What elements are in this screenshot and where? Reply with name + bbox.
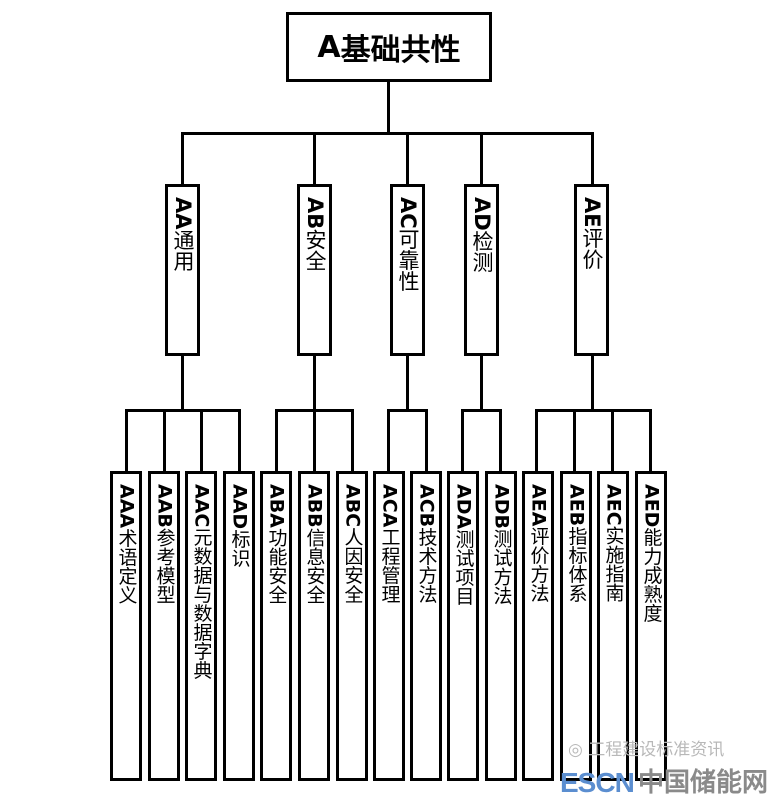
node-code: AD [470,197,494,231]
leaf-node-aec: AEC实施指南 [597,471,629,781]
node-label: 测试方法 [490,528,513,605]
connector [573,409,576,471]
node-label: 元数据与数据字典 [190,527,213,680]
connector [406,356,409,410]
connector [406,132,409,185]
node-label: 工程管理 [378,527,401,604]
leaf-node-aba: ABA功能安全 [260,471,292,781]
connector [499,409,502,471]
node-code: AC [396,197,420,229]
category-node-aa: AA通用 [165,184,200,356]
category-node-ac: AC可靠性 [390,184,425,356]
connector [387,409,428,412]
node-label: 信息安全 [303,527,326,604]
connector [181,132,184,185]
connector [351,409,354,471]
node-label: 评价方法 [527,526,550,603]
node-code: AAB [153,484,176,528]
node-code: AAC [190,484,213,528]
connector [425,409,428,471]
node-label: 安全 [303,229,327,272]
node-code: AEA [527,484,550,527]
node-label: 实施指南 [602,525,625,602]
connector [313,356,316,410]
connector [535,409,652,412]
node-code: AED [640,484,663,528]
leaf-node-acb: ACB技术方法 [410,471,442,781]
connector [591,356,594,410]
node-code: ABA [265,484,288,528]
node-code: AAD [228,484,251,530]
leaf-node-aca: ACA工程管理 [373,471,405,781]
leaf-node-abb: ABB信息安全 [298,471,330,781]
leaf-node-aeb: AEB指标体系 [560,471,592,781]
node-code: ADB [490,484,513,529]
connector [480,132,483,185]
connector [125,409,128,471]
watermark-source-text: 工程建设标准资讯 [588,740,725,760]
connector [181,132,594,135]
connector [125,409,241,412]
node-label: 测试项目 [452,529,475,606]
connector [200,409,203,471]
leaf-node-aad: AAD标识 [223,471,255,781]
node-label: 能力成熟度 [640,527,663,623]
connector [387,82,390,134]
leaf-node-abc: ABC人因安全 [336,471,368,781]
node-label: 基础共性 [340,33,461,68]
connector [181,356,184,410]
node-label: 指标体系 [565,526,588,603]
connector [461,409,502,412]
node-code: ACA [378,484,401,528]
node-code: AEC [602,484,625,526]
watermark-logo-cn: 中国储能网 [638,768,769,798]
node-label: 术语定义 [115,528,138,605]
leaf-node-aed: AED能力成熟度 [635,471,667,781]
wechat-icon: ◎ [568,740,589,760]
connector [535,409,538,471]
node-label: 参考模型 [153,527,176,604]
node-label: 技术方法 [415,527,438,604]
connector [461,409,464,471]
connector [387,409,390,471]
category-node-ae: AE评价 [574,184,609,356]
node-label: 功能安全 [265,527,288,604]
node-code: ADA [452,484,475,530]
connector [591,132,594,185]
watermark-logo-latin: ESCN [560,767,635,798]
node-code: ABC [341,484,364,528]
node-code: AE [580,197,604,228]
node-label: 标识 [228,529,251,568]
node-code: A [317,29,341,65]
node-label: 评价 [580,227,604,270]
connector [163,409,166,471]
leaf-node-adb: ADB测试方法 [485,471,517,781]
node-code: AEB [565,484,588,527]
leaf-node-aaa: AAA术语定义 [110,471,142,781]
leaf-node-aac: AAC元数据与数据字典 [185,471,217,781]
node-label: 人因安全 [341,527,364,604]
connector [313,409,316,471]
node-code: AAA [115,484,138,529]
node-label: 检测 [470,230,494,273]
leaf-node-aea: AEA评价方法 [522,471,554,781]
node-label: 可靠性 [396,228,420,292]
category-node-ad: AD检测 [464,184,499,356]
connector [480,356,483,410]
connector [275,409,278,471]
node-code: ABB [303,484,326,528]
connector [611,409,614,471]
connector [313,132,316,185]
connector [649,409,652,471]
connector [238,409,241,471]
node-label: 通用 [171,229,195,272]
watermark-source: ◎ 工程建设标准资讯 [568,741,724,759]
leaf-node-ada: ADA测试项目 [447,471,479,781]
leaf-node-aab: AAB参考模型 [148,471,180,781]
node-code: AA [171,197,195,230]
node-code: AB [303,197,327,230]
node-code: ACB [415,484,438,528]
category-node-ab: AB安全 [297,184,332,356]
